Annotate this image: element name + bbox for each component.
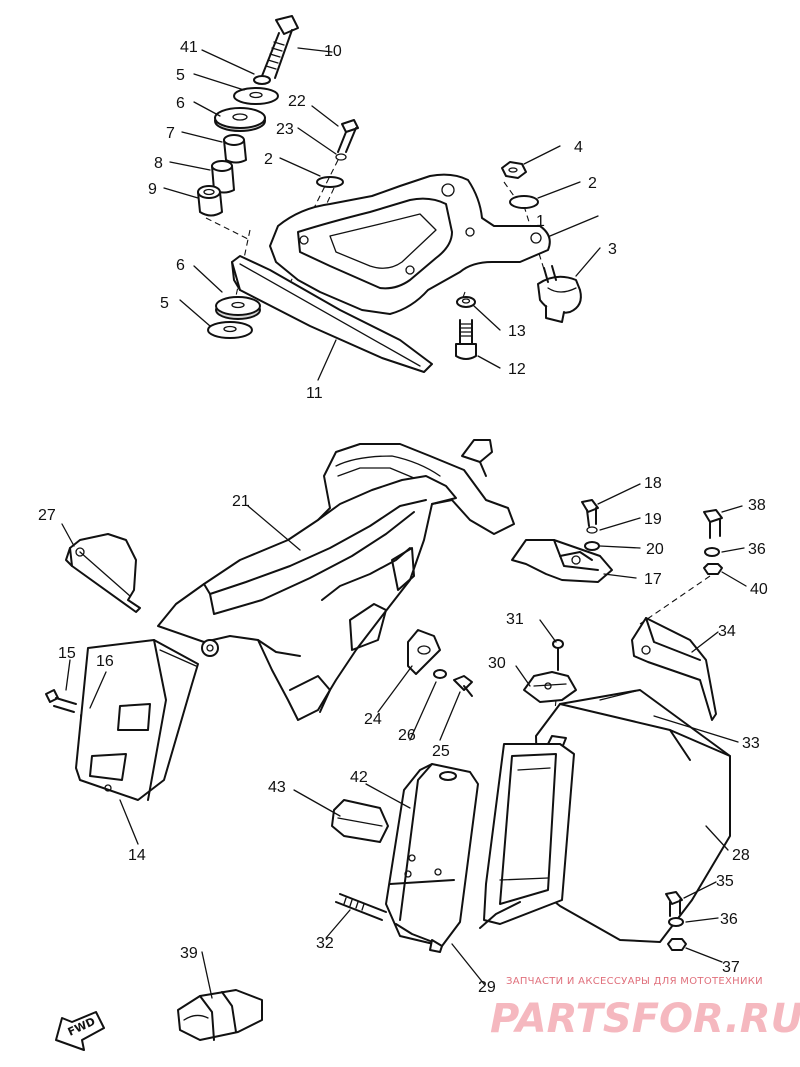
label-36-top: 36 — [748, 541, 766, 558]
clip-39 — [177, 989, 263, 1041]
bolt-38 — [703, 509, 723, 539]
label-33: 33 — [742, 735, 760, 752]
fwd-arrow: FWD — [55, 1011, 105, 1051]
label-20: 20 — [646, 541, 664, 558]
nut-37 — [667, 938, 687, 951]
bolt-12 — [455, 319, 477, 360]
bolt-18 — [581, 499, 599, 527]
label-5-bottom: 5 — [160, 295, 169, 312]
label-31: 31 — [506, 611, 524, 628]
label-22: 22 — [288, 93, 306, 110]
label-8: 8 — [154, 155, 163, 172]
bracket-17 — [511, 539, 613, 583]
label-32: 32 — [316, 935, 334, 952]
label-43: 43 — [268, 779, 286, 796]
label-27: 27 — [38, 507, 56, 524]
washer-36-top — [704, 547, 720, 557]
label-12: 12 — [508, 361, 526, 378]
label-30: 30 — [488, 655, 506, 672]
rubber-6-bottom — [215, 296, 261, 320]
washer-41 — [253, 75, 271, 85]
bolt-10 — [261, 15, 299, 79]
washer-5-top — [233, 87, 279, 105]
watermark-logo: PARTSFOR.RU — [490, 996, 800, 1042]
nut-4 — [501, 161, 527, 179]
washer-36-bottom — [668, 917, 684, 927]
label-24: 24 — [364, 711, 382, 728]
washer-5-bottom — [207, 321, 253, 339]
battery-case-29 — [479, 743, 575, 929]
label-14: 14 — [128, 847, 146, 864]
watermark-caption: ЗАПЧАСТИ И АКСЕССУАРЫ ДЛЯ МОТОТЕХНИКИ — [506, 976, 763, 987]
bolt-32 — [335, 893, 387, 921]
nut-40 — [703, 563, 723, 575]
label-39: 39 — [180, 945, 198, 962]
washer-20 — [584, 541, 600, 551]
bolt-22 — [337, 119, 359, 153]
bracket-27 — [65, 533, 141, 613]
label-38: 38 — [748, 497, 766, 514]
label-42: 42 — [350, 769, 368, 786]
label-21: 21 — [232, 493, 250, 510]
bush-9 — [197, 185, 223, 217]
label-23: 23 — [276, 121, 294, 138]
label-6-top: 6 — [176, 95, 185, 112]
label-10: 10 — [324, 43, 342, 60]
label-29: 29 — [478, 979, 496, 996]
frame-21 — [157, 439, 515, 721]
label-15: 15 — [58, 645, 76, 662]
label-4: 4 — [574, 139, 583, 156]
label-1: 1 — [536, 213, 545, 230]
label-6-bottom: 6 — [176, 257, 185, 274]
label-9: 9 — [148, 181, 157, 198]
washer-13 — [456, 296, 476, 308]
label-16: 16 — [96, 653, 114, 670]
label-11: 11 — [306, 385, 323, 402]
washer-2-left — [316, 176, 344, 188]
label-2-left: 2 — [264, 151, 273, 168]
plate-43 — [331, 799, 389, 843]
watermark: ЗАПЧАСТИ И АКСЕССУАРЫ ДЛЯ МОТОТЕХНИКИ PA… — [490, 976, 800, 1042]
washer-2-right — [509, 195, 539, 209]
label-41: 41 — [180, 39, 198, 56]
label-13: 13 — [508, 323, 526, 340]
callout-labels: 1 2 2 3 4 5 5 6 6 7 8 9 10 11 12 13 14 1… — [38, 39, 768, 996]
bolt-25 — [453, 675, 473, 697]
label-36-bottom: 36 — [720, 911, 738, 928]
bracket-30 — [523, 671, 577, 703]
washer-19 — [586, 526, 598, 534]
label-40: 40 — [750, 581, 768, 598]
cover-42 — [385, 763, 479, 953]
label-25: 25 — [432, 743, 450, 760]
cover-14 — [75, 639, 199, 801]
rubber-6-top — [214, 107, 266, 132]
collar-7 — [223, 134, 247, 164]
bolt-15 — [45, 689, 77, 713]
label-35: 35 — [716, 873, 734, 890]
label-2-right: 2 — [588, 175, 597, 192]
damper-3 — [537, 265, 582, 323]
bracket-34 — [631, 617, 717, 721]
label-19: 19 — [644, 511, 662, 528]
label-7: 7 — [166, 125, 175, 142]
label-28: 28 — [732, 847, 750, 864]
label-5-top: 5 — [176, 67, 185, 84]
label-3: 3 — [608, 241, 617, 258]
screw-31 — [552, 639, 564, 671]
label-17: 17 — [644, 571, 662, 588]
label-26: 26 — [398, 727, 416, 744]
label-34: 34 — [718, 623, 736, 640]
label-37: 37 — [722, 959, 740, 976]
washer-26 — [433, 669, 447, 679]
clamp-24 — [407, 629, 441, 675]
spacer-8 — [211, 160, 235, 194]
bolt-35 — [665, 891, 683, 917]
washer-23 — [335, 153, 347, 161]
rail-11 — [231, 255, 433, 373]
bracket-1 — [269, 173, 551, 315]
label-18: 18 — [644, 475, 662, 492]
